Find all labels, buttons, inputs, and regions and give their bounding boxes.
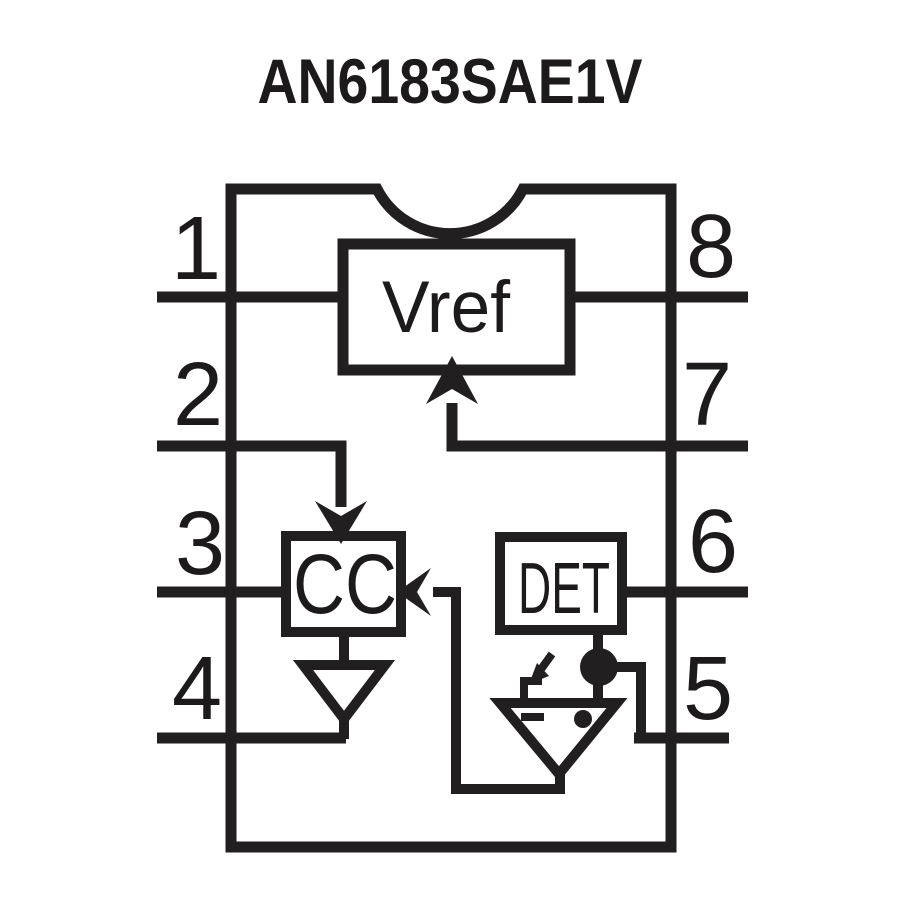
ground-triangle-icon	[292, 660, 396, 728]
pin-2-lead	[157, 440, 347, 507]
comparator-triangle-icon	[489, 698, 628, 782]
comparator-output-wire	[433, 587, 565, 794]
arrow-up-into-vref-icon	[426, 356, 478, 404]
pin-2-number: 2	[173, 345, 223, 445]
ic-package-outline	[225, 183, 677, 853]
det-block: DET	[495, 532, 627, 635]
pin-1-number: 1	[171, 199, 221, 299]
cc-label: CC	[293, 537, 397, 631]
vref-block: Vref	[337, 238, 576, 376]
arrow-left-into-cc-icon	[397, 568, 431, 616]
arrow-down-into-cc-icon	[315, 501, 367, 544]
comparator-symbol	[489, 651, 628, 782]
vref-label: Vref	[382, 267, 511, 348]
vref-box	[337, 238, 576, 376]
pin-3-number: 3	[175, 494, 225, 594]
junction-dot-icon	[580, 648, 618, 686]
ground-symbol	[292, 632, 396, 739]
pin-5-number: 5	[683, 639, 733, 739]
pin-6-number: 6	[688, 492, 738, 592]
pin-4-number: 4	[172, 639, 222, 739]
pin-7-number: 7	[682, 345, 732, 445]
chip-part-number: AN6183SAE1V	[258, 47, 643, 117]
pin-8-number: 8	[686, 197, 736, 297]
det-box	[495, 532, 627, 635]
cc-block: CC	[281, 531, 406, 637]
plus-input-dot-icon	[574, 710, 592, 728]
adjust-arrowhead-icon	[529, 663, 549, 684]
det-label: DET	[518, 549, 610, 629]
pin-7-lead	[446, 403, 748, 452]
